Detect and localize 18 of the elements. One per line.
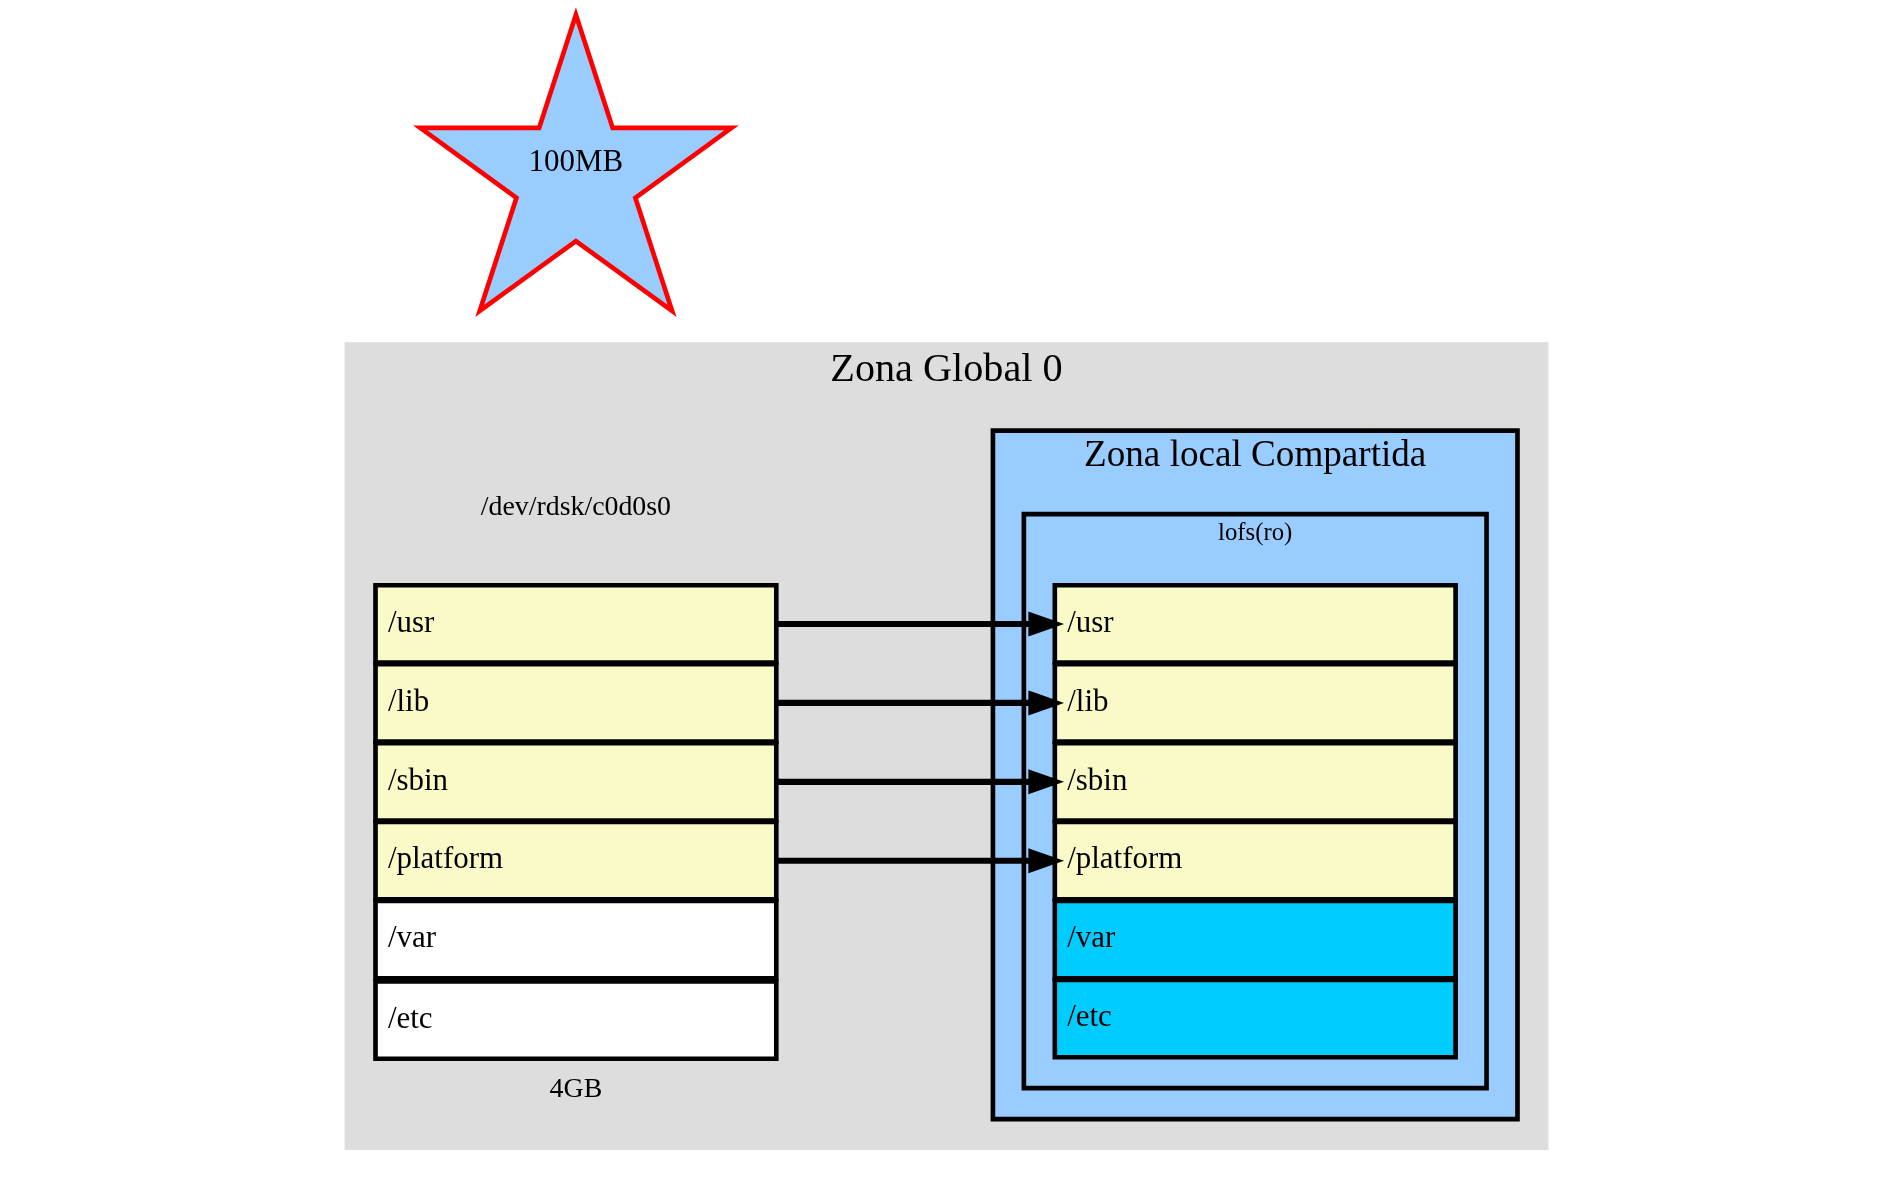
node-box: /usr xyxy=(373,582,779,665)
node-box: /etc xyxy=(373,979,779,1062)
node-box: /var xyxy=(1052,898,1458,981)
node-box: /var xyxy=(373,898,779,981)
node-box: /platform xyxy=(1052,819,1458,902)
node-box: /lib xyxy=(1052,661,1458,744)
node-box: /usr xyxy=(1052,582,1458,665)
arrow xyxy=(776,848,1065,874)
node-box: /etc xyxy=(1052,977,1458,1060)
label: 4GB xyxy=(549,1071,603,1103)
arrow xyxy=(776,611,1065,637)
node-box: /sbin xyxy=(373,740,779,823)
arrow xyxy=(776,769,1065,795)
node-box: /platform xyxy=(373,819,779,902)
arrow xyxy=(776,690,1065,716)
node-box: /lib xyxy=(373,661,779,744)
node-box: /sbin xyxy=(1052,740,1458,823)
label: /dev/rdsk/c0d0s0 xyxy=(480,489,672,521)
